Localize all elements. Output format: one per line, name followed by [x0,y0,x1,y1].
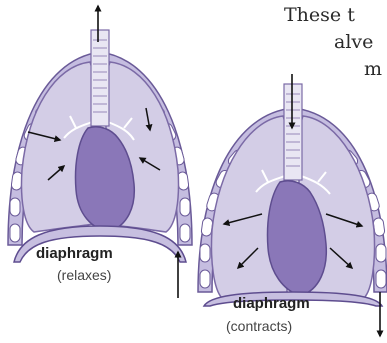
left-diaphragm-label: diaphragm [36,246,113,261]
right-diaphragm-label: diaphragm [233,296,310,311]
right-diaphragm-note: (contracts) [226,319,292,333]
left-diaphragm-note: (relaxes) [57,268,111,282]
